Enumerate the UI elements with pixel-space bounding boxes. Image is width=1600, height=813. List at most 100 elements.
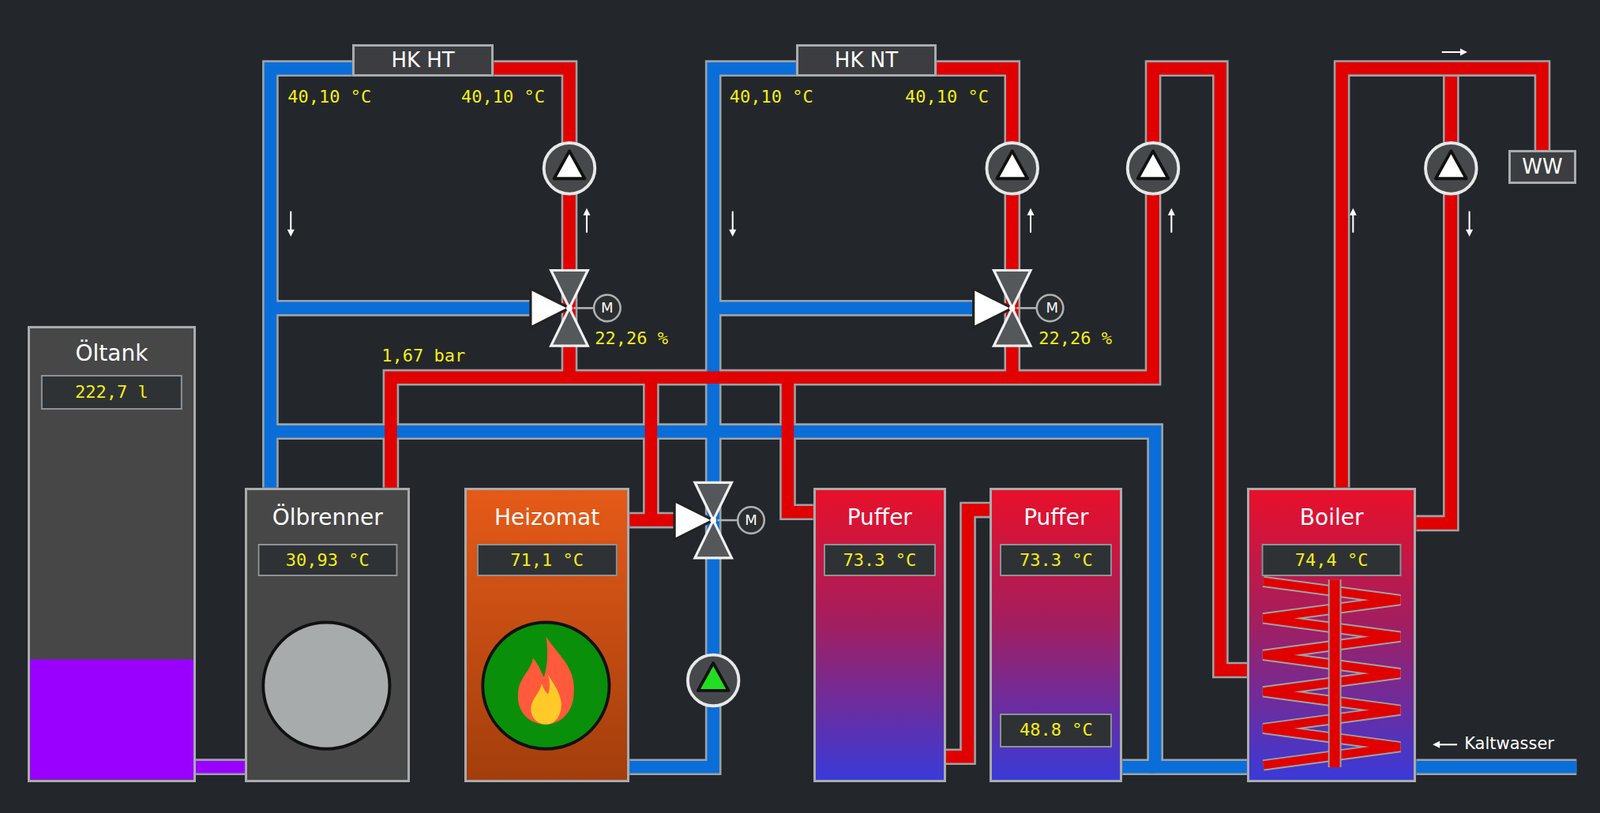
node-picture (244, 488, 410, 783)
pump-triangle (698, 663, 729, 692)
pipe-outline (195, 758, 245, 776)
riser-pipe (1329, 579, 1341, 768)
flow-arrow-shaft (1468, 211, 1471, 233)
pump-body (986, 142, 1038, 195)
flow-arrow-shaft (1442, 51, 1464, 53)
motor-circle (1036, 295, 1064, 323)
flow-arrow-head (1168, 208, 1176, 216)
pipe-outline (713, 300, 985, 317)
node-picture (27, 326, 196, 783)
pump-symbol (1425, 142, 1477, 195)
motor-label: M (1045, 300, 1059, 316)
pipe-outline (1122, 758, 1155, 776)
sensor-value: 40,10 °C (905, 86, 989, 108)
pipe (1122, 761, 1155, 774)
flow-arrow-head (1465, 229, 1473, 237)
value-display: 30,93 °C (257, 544, 398, 577)
heating-circuit-box: HK HT (352, 44, 495, 77)
valve-center (566, 304, 573, 312)
pipe-label: Kaltwasser (1464, 733, 1555, 755)
flow-arrow (1168, 208, 1176, 233)
pump-symbol (986, 142, 1038, 195)
pipe (270, 68, 352, 489)
node-title: WW (1521, 153, 1563, 180)
flow-arrows (287, 48, 1473, 748)
burner-status-on (482, 622, 609, 749)
pipe-outlines (270, 68, 1577, 768)
node-title: HK HT (390, 47, 455, 73)
pump-triangle (554, 150, 586, 179)
motor-circle (593, 295, 621, 323)
actuator-link (573, 307, 595, 310)
pipe-outline (946, 510, 991, 758)
flame-icon (518, 636, 575, 725)
node-title: Puffer (847, 504, 913, 532)
valve-center (1009, 304, 1016, 312)
pipe (787, 377, 813, 513)
value-display: 73.3 °C (823, 544, 936, 577)
pump-body (1127, 142, 1180, 195)
pipe-outline (642, 377, 660, 521)
pipe (645, 377, 658, 521)
flow-arrow-shaft (289, 211, 292, 233)
flow-arrow-head (1026, 208, 1034, 216)
node-picture (464, 488, 630, 783)
flow-arrow-head (728, 229, 737, 237)
node-picture (1246, 488, 1416, 783)
motor-label: M (744, 512, 758, 529)
flow-arrow (1349, 208, 1357, 233)
flow-arrow-head (1349, 208, 1357, 216)
pipe-outline (787, 377, 813, 513)
hot-water-boiler: Boiler74,4 °C (1246, 488, 1416, 783)
sensor-value: 40,10 °C (461, 86, 545, 108)
node-title: Boiler (1299, 504, 1364, 532)
node-title: Ölbrenner (272, 504, 384, 532)
motor-circle (737, 507, 765, 534)
valve-port-open (674, 501, 714, 541)
hot-water-box: WW (1508, 150, 1578, 185)
value-display: 222,7 l (41, 375, 182, 410)
burner-status-off (262, 622, 390, 749)
pump-body (1425, 142, 1477, 195)
three-way-valve (674, 482, 765, 559)
pipe (1415, 761, 1577, 774)
value-display: 48.8 °C (999, 713, 1112, 748)
pipes (270, 68, 1577, 768)
riser-outline (1328, 579, 1342, 768)
pipe-connector (195, 766, 245, 768)
pipe-outline (270, 431, 1247, 768)
oil-level (30, 660, 194, 781)
pipe-connector (1341, 68, 1543, 489)
valve-center (709, 517, 717, 524)
flow-arrow-head (1460, 48, 1468, 56)
pump-body (544, 142, 596, 195)
pump-body (687, 655, 740, 707)
flow-arrow-head (287, 229, 295, 237)
pipe (270, 431, 1247, 768)
buffer-tank: Puffer73.3 °C48.8 °C (989, 488, 1123, 783)
three-way-valve (973, 270, 1064, 347)
pipe-connector (946, 510, 991, 758)
pipe (1341, 68, 1543, 489)
value-display: 71,1 °C (476, 544, 617, 577)
pipe (946, 510, 991, 758)
heating-circuit-box: HK NT (796, 44, 937, 77)
flow-arrow (1432, 741, 1458, 749)
buffer-tank: Puffer 73.3 °C (813, 488, 947, 783)
flame-outer (518, 636, 575, 725)
sensor-value: 40,10 °C (287, 86, 372, 108)
valve-port-open (973, 289, 1013, 328)
valve-port-open (530, 289, 570, 328)
sensor-value: 40,10 °C (729, 86, 814, 108)
pipe-outline (390, 68, 1247, 671)
pump-triangle (1435, 150, 1467, 179)
flow-arrow (1026, 208, 1034, 233)
value-display: 73.3 °C (999, 544, 1112, 577)
pipe (629, 68, 797, 768)
coil (1263, 581, 1401, 766)
actuator-link (1016, 307, 1038, 310)
node-title: Heizomat (494, 504, 600, 532)
flow-arrow-head (582, 208, 590, 216)
